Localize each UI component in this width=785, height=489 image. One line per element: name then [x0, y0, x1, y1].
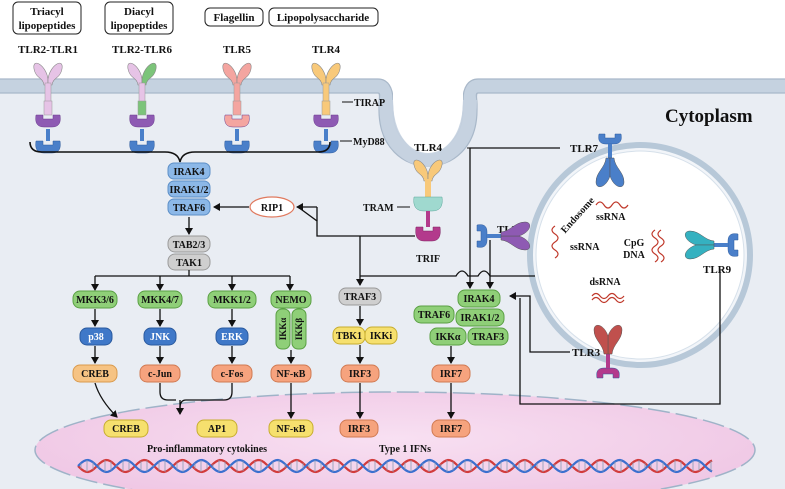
ligand-lps-box: Lipopolysaccharide	[268, 7, 379, 27]
myd88-complex: IRAK4 IRAK1/2 TRAF6	[167, 162, 211, 216]
ligand-diacyl-line2: lipopeptides	[111, 20, 169, 32]
rip1-label: RIP1	[261, 203, 283, 214]
tlr4-endosomal-receptor	[413, 159, 443, 242]
irf3-cyto-node: IRF3	[349, 369, 371, 380]
tlr4-surface-receptor	[311, 62, 341, 154]
ssrna-tlr8-label: ssRNA	[570, 242, 600, 253]
traf6-endo-node: TRAF6	[418, 310, 450, 321]
ikka-node: IKKα	[278, 318, 288, 341]
irak4-node: IRAK4	[173, 167, 204, 178]
nfkb-cyto-node: NF-κB	[277, 369, 306, 380]
traf3-node: TRAF3	[344, 292, 376, 303]
ligand-triacyl-line2: lipopeptides	[19, 20, 77, 32]
irf3-pathway: TRAF3 TBK1 IKKi IRF3	[332, 287, 398, 383]
irf7-cyto-node: IRF7	[440, 369, 462, 380]
mkk-row: MKK3/6 MKK4/7 MKK1/2 NEMO IKKα IKKβ	[72, 290, 312, 350]
ssrna-tlr8-strand	[551, 225, 559, 259]
irf3-nuclear-node: IRF3	[348, 424, 370, 435]
ssrna-tlr7-strand	[595, 201, 629, 209]
jnk-node: JNK	[150, 332, 170, 343]
tlr2-tlr6-label: TLR2-TLR6	[112, 44, 172, 56]
trif-label: TRIF	[416, 254, 440, 265]
tlr4-endo-label: TLR4	[414, 142, 443, 154]
dsrna-label: dsRNA	[589, 277, 621, 288]
tlr3-receptor	[593, 324, 623, 379]
myd88-label: MyD88	[353, 137, 385, 148]
ligand-flagellin-box: Flagellin	[204, 7, 264, 27]
tlr5-label: TLR5	[223, 44, 252, 56]
tram-label: TRAM	[363, 203, 394, 214]
creb-cyto-node: CREB	[81, 369, 109, 380]
type1-ifn-label: Type 1 IFNs	[379, 444, 431, 455]
cytoplasm-label: Cytoplasm	[665, 106, 753, 127]
irak12-endo-node: IRAK1/2	[461, 313, 500, 324]
traf3-endo-node: TRAF3	[472, 332, 504, 343]
cpg-dna-strand	[651, 229, 665, 263]
tab23-node: TAB2/3	[173, 240, 206, 251]
proinflammatory-label: Pro-inflammatory cytokines	[147, 444, 267, 455]
mkk36-node: MKK3/6	[76, 295, 114, 306]
cfos-node: c-Fos	[221, 369, 244, 380]
tirap-label: TIRAP	[354, 98, 385, 109]
nucleus	[34, 391, 756, 489]
tlr2-tlr1-receptor	[33, 62, 63, 154]
mkk47-node: MKK4/7	[141, 295, 179, 306]
creb-nuclear-node: CREB	[112, 424, 140, 435]
irf7-pathway: IRAK4 TRAF6 IRAK1/2 IKKα TRAF3 IRF7	[413, 289, 509, 383]
tlr4-vesicle	[393, 90, 463, 154]
tlr4-surface-label: TLR4	[312, 44, 341, 56]
myd88-brace	[29, 141, 331, 163]
ap1-node: AP1	[208, 424, 226, 435]
traf6-node: TRAF6	[173, 203, 205, 214]
tlr8-receptor	[476, 221, 531, 251]
cpg-label-line2: DNA	[623, 250, 645, 261]
ligand-lps-label: Lipopolysaccharide	[277, 12, 369, 24]
nemo-node: NEMO	[275, 295, 306, 306]
nfkb-nuclear-node: NF-κB	[277, 424, 306, 435]
tlr9-receptor	[684, 230, 739, 260]
mkk12-node: MKK1/2	[213, 295, 251, 306]
ligand-diacyl-box: Diacyl lipopeptides	[104, 1, 174, 35]
tak1-node: TAK1	[176, 258, 202, 269]
erk-node: ERK	[221, 332, 243, 343]
irak12-node: IRAK1/2	[170, 185, 209, 196]
tf-row: CREB c-Jun c-Fos NF-κB	[72, 364, 312, 383]
nuclear-tfs: CREB AP1 NF-κB IRF3 IRF7	[103, 419, 471, 438]
endosome	[527, 142, 753, 368]
mapk-row: p38 JNK ERK	[79, 327, 249, 346]
tlr7-receptor	[595, 133, 625, 188]
p38-node: p38	[88, 332, 104, 343]
ikki-node: IKKi	[370, 331, 392, 342]
ikkb-node: IKKβ	[294, 318, 304, 341]
tlr9-label: TLR9	[703, 264, 732, 276]
irf7-nuclear-node: IRF7	[440, 424, 462, 435]
dsrna-strand	[591, 292, 625, 304]
tlr2-tlr6-receptor	[127, 62, 157, 154]
ikka-endo-node: IKKα	[435, 332, 460, 343]
tlr3-label: TLR3	[572, 347, 601, 359]
tlr5-receptor	[222, 62, 252, 154]
ligand-diacyl-line1: Diacyl	[124, 6, 154, 18]
ligand-triacyl-box: Triacyl lipopeptides	[12, 1, 82, 35]
ligand-flagellin-label: Flagellin	[214, 12, 255, 24]
ligand-triacyl-line1: Triacyl	[30, 6, 63, 18]
tbk1-node: TBK1	[336, 331, 362, 342]
tlr2-tlr1-label: TLR2-TLR1	[18, 44, 78, 56]
dna-helix	[77, 458, 713, 474]
irak4-endo-node: IRAK4	[463, 294, 494, 305]
rip1-node	[249, 196, 295, 218]
cpg-label-line1: CpG	[624, 238, 645, 249]
cjun-node: c-Jun	[148, 369, 172, 380]
ssrna-tlr7-label: ssRNA	[596, 212, 626, 223]
tlr7-label: TLR7	[570, 143, 599, 155]
